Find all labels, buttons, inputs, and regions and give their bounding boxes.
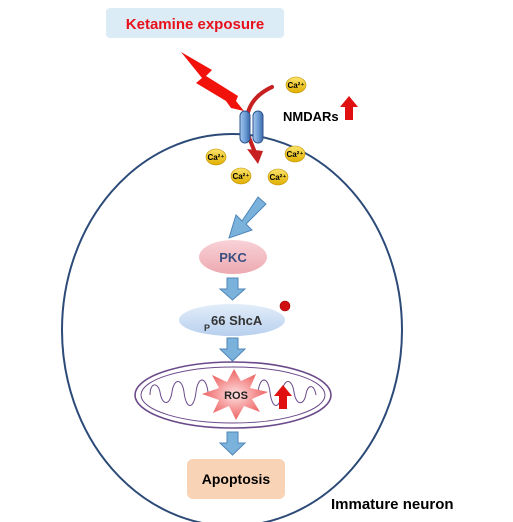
svg-text:Ca²⁺: Ca²⁺: [207, 153, 224, 162]
cell-label: Immature neuron: [331, 496, 454, 513]
flow-arrow-to-shca-icon: [218, 277, 247, 301]
cell-membrane: [61, 133, 403, 522]
svg-text:Ca²⁺: Ca²⁺: [232, 172, 249, 181]
apoptosis-label: Apoptosis: [202, 471, 271, 487]
exposure-box: Ketamine exposure: [106, 8, 284, 38]
exposure-label: Ketamine exposure: [126, 16, 264, 33]
p66shca-node: P 66 ShcA: [179, 300, 291, 336]
calcium-ion: Ca²⁺: [230, 167, 252, 185]
flow-arrow-to-pkc-icon: [228, 196, 267, 239]
nmda-receptor-channel: [239, 110, 264, 144]
mitochondrion: ROS: [134, 361, 332, 429]
pkc-node: PKC: [199, 240, 267, 274]
nmdar-label: NMDARs: [283, 109, 339, 124]
flow-arrow-to-apoptosis-icon: [218, 431, 247, 456]
phosphate-dot-icon: [279, 300, 291, 312]
calcium-ion: Ca²⁺: [284, 145, 306, 163]
calcium-ion: Ca²⁺: [267, 168, 289, 186]
apoptosis-node: Apoptosis: [187, 459, 285, 499]
nmdar-increase-arrow-icon: [340, 96, 358, 120]
flow-arrow-to-mitochondrion-icon: [218, 337, 247, 362]
calcium-ion: Ca²⁺: [285, 76, 307, 94]
svg-text:Ca²⁺: Ca²⁺: [287, 81, 304, 90]
ros-label: ROS: [224, 390, 248, 402]
mitochondrial-cristae: [149, 379, 317, 406]
ros-burst: [202, 369, 268, 420]
calcium-ion: Ca²⁺: [205, 148, 227, 166]
shca-label: 66 ShcA: [211, 313, 263, 328]
ros-increase-arrow-icon: [274, 385, 292, 409]
calcium-influx-arrowhead-icon: [247, 149, 263, 164]
shca-prefix: P: [204, 323, 210, 333]
svg-text:Ca²⁺: Ca²⁺: [286, 150, 303, 159]
lightning-bolt-icon: [181, 52, 244, 111]
pkc-label: PKC: [219, 250, 247, 265]
svg-text:Ca²⁺: Ca²⁺: [269, 173, 286, 182]
